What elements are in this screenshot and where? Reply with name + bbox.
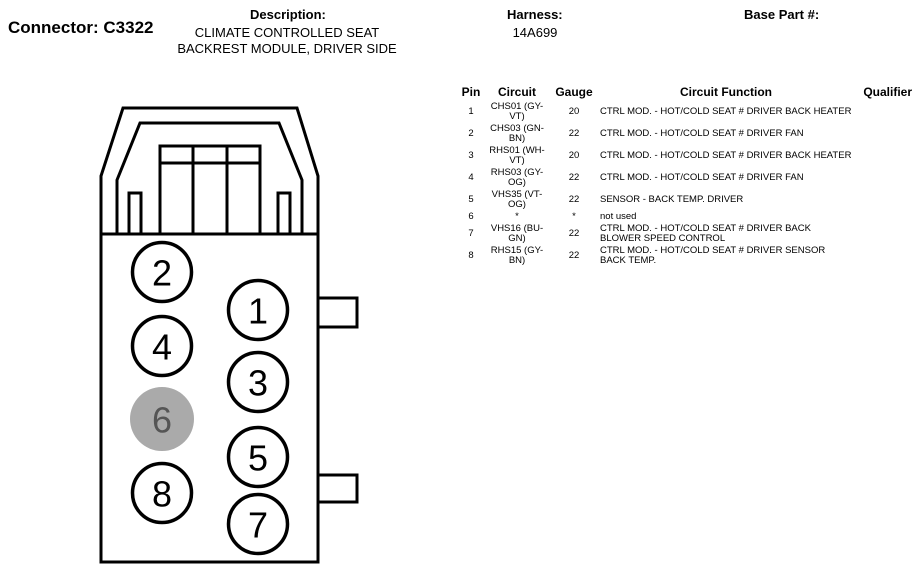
circuit-cell: RHS15 (GY-BN) — [490, 245, 544, 266]
circuit-cell: RHS01 (WH-VT) — [489, 145, 545, 166]
circuit-cell: VHS16 (BU-GN) — [490, 223, 544, 244]
pin-number-label: 6 — [152, 400, 172, 441]
pin-cavity — [130, 387, 194, 451]
pin-cavity — [226, 278, 290, 342]
pin-cell: 5 — [468, 194, 474, 205]
circuit-cell: VHS35 (VT-OG) — [491, 189, 543, 210]
gauge-cell: 22 — [568, 228, 580, 239]
gauge-cell: 22 — [568, 194, 580, 205]
latch-post-right — [276, 191, 292, 234]
function-cell: CTRL MOD. - HOT/COLD SEAT # DRIVER BACK … — [600, 150, 852, 161]
gauge-cell: 22 — [568, 250, 580, 261]
circuit-cell: RHS03 (GY-OG) — [490, 167, 544, 188]
table-row: 7 VHS16 (BU-GN) 22 CTRL MOD. - HOT/COLD SEA… — [458, 223, 912, 245]
gauge-cell: 20 — [568, 150, 580, 161]
gauge-cell: * — [572, 211, 576, 222]
description-line-2: BACKREST MODULE, DRIVER SIDE — [177, 41, 397, 56]
terminal-block — [158, 144, 262, 234]
function-cell: SENSOR - BACK TEMP. DRIVER — [600, 194, 744, 205]
pin-cell: 4 — [468, 172, 474, 183]
function-cell: CTRL MOD. - HOT/COLD SEAT # DRIVER FAN — [600, 172, 804, 183]
harness-value: 14A699 — [512, 25, 558, 40]
latch-post-left — [127, 191, 143, 234]
connector-housing — [99, 232, 320, 564]
col-qualifier: Qualifier — [863, 85, 912, 99]
pin-number-label: 4 — [152, 327, 172, 368]
function-cell: not used — [600, 211, 637, 222]
function-cell: CTRL MOD. - HOT/COLD SEAT # DRIVER BACK … — [600, 106, 852, 117]
pin-cavity — [226, 492, 290, 556]
pin-table: Pin Circuit Gauge Circuit Function Quali… — [458, 85, 912, 267]
pin-cavity — [130, 314, 194, 378]
function-cell: CTRL MOD. - HOT/COLD SEAT # DRIVER BACK … — [600, 223, 811, 244]
function-cell: CTRL MOD. - HOT/COLD SEAT # DRIVER SENSO… — [600, 245, 826, 266]
pin-cell: 2 — [468, 128, 474, 139]
table-row: 1 CHS01 (GY-VT) 20 CTRL MOD. - HOT/COLD SEA… — [458, 101, 912, 123]
circuit-cell: CHS01 (GY-VT) — [490, 101, 544, 122]
col-gauge: Gauge — [555, 85, 593, 99]
pin-number-label: 8 — [152, 474, 172, 515]
pin-cell: 6 — [468, 211, 474, 222]
pin-number-label: 2 — [152, 253, 172, 294]
table-row: 2 CHS03 (GN-BN) 22 CTRL MOD. - HOT/COLD SEA… — [458, 123, 912, 145]
pin-number-label: 1 — [248, 291, 268, 332]
harness-label: Harness: — [507, 7, 563, 22]
pin-cell: 8 — [468, 250, 474, 261]
pin-cavity — [226, 350, 290, 414]
side-tab-lower — [318, 473, 359, 504]
pin-cell: 1 — [468, 106, 474, 117]
gauge-cell: 20 — [568, 106, 580, 117]
pin-cavity — [130, 461, 194, 525]
latch-inner — [115, 121, 304, 234]
col-pin: Pin — [461, 85, 481, 99]
base-part-label: Base Part #: — [744, 7, 820, 22]
connector-title: Connector: C3322 — [8, 18, 154, 37]
pin-cavity — [130, 240, 194, 304]
table-row: 6 * * not used — [458, 211, 912, 223]
table-row: 5 VHS35 (VT-OG) 22 SENSOR - BACK TEMP. DRIV… — [458, 189, 912, 211]
description-line-1: CLIMATE CONTROLLED SEAT — [194, 25, 380, 40]
pin-number-label: 7 — [248, 505, 268, 546]
table-row: 8 RHS15 (GY-BN) 22 CTRL MOD. - HOT/COLD SEA… — [458, 245, 912, 267]
gauge-cell: 22 — [568, 172, 580, 183]
function-cell: CTRL MOD. - HOT/COLD SEAT # DRIVER FAN — [600, 128, 804, 139]
description-label: Description: — [250, 7, 326, 22]
gauge-cell: 22 — [568, 128, 580, 139]
pin-number-label: 3 — [248, 363, 268, 404]
side-tab-upper — [318, 296, 359, 329]
circuit-cell: CHS03 (GN-BN) — [490, 123, 544, 144]
pin-cell: 3 — [468, 150, 474, 161]
table-row: 3 RHS01 (WH-VT) 20 CTRL MOD. - HOT/COLD SEA… — [458, 145, 912, 167]
table-row: 4 RHS03 (GY-OG) 22 CTRL MOD. - HOT/COLD SEA… — [458, 167, 912, 189]
col-circuit-function: Circuit Function — [680, 85, 772, 99]
pin-cavity — [226, 425, 290, 489]
latch-outer — [99, 106, 320, 234]
pin-number-label: 5 — [248, 438, 268, 479]
pin-table-header: Pin Circuit Gauge Circuit Function Quali… — [458, 85, 912, 101]
col-circuit: Circuit — [497, 85, 536, 99]
pin-cell: 7 — [468, 228, 474, 239]
circuit-cell: * — [515, 211, 519, 222]
